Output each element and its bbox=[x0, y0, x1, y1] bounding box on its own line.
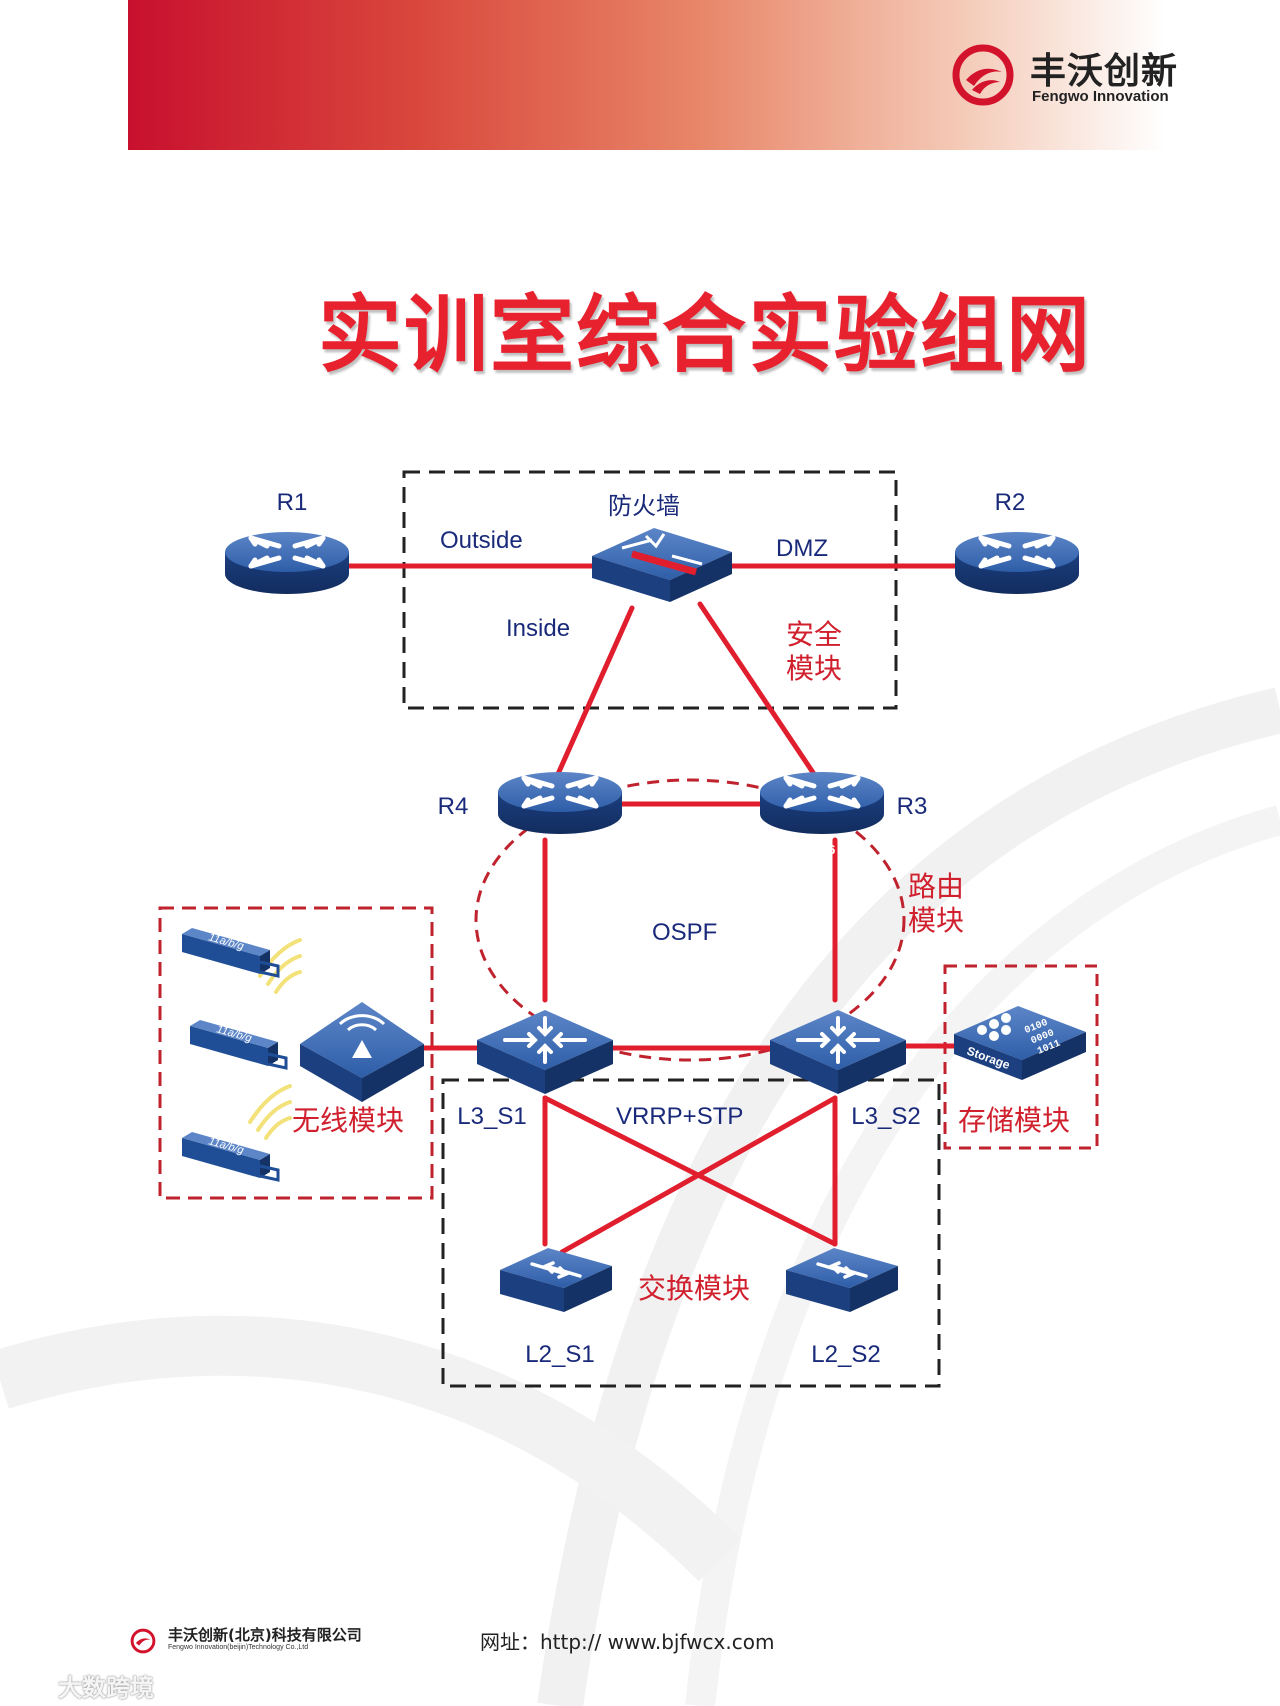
wireless-card-3-icon[interactable] bbox=[180, 1130, 280, 1182]
switching-module-box bbox=[441, 1078, 941, 1388]
footer-website[interactable]: 网址：http:// www.bjfwcx.com bbox=[480, 1626, 774, 1655]
link-l3s2-l2s1 bbox=[559, 1095, 838, 1255]
wireless-card-icons: 11a/b/g 11a/b/g 11a/b/g bbox=[180, 926, 288, 1182]
label-dmz: DMZ bbox=[776, 535, 828, 562]
label-l3-s2: L3_S2 bbox=[851, 1103, 920, 1130]
label-l2-s2: L2_S2 bbox=[811, 1341, 880, 1368]
footer-url-label: 网址： bbox=[480, 1630, 540, 1654]
router-r3-icon[interactable] bbox=[760, 772, 884, 834]
footer-url-link[interactable]: http:// www.bjfwcx.com bbox=[540, 1630, 775, 1654]
watermark-icon bbox=[4, 1670, 40, 1693]
footer-company-name: 丰沃创新(北京)科技有限公司 bbox=[168, 1626, 362, 1644]
fengwo-logo-icon bbox=[952, 44, 1014, 106]
security-module-box bbox=[402, 470, 898, 710]
footer-company-name-en: Fengwo Innovation(beijin)Technology Co.,… bbox=[168, 1644, 309, 1651]
firewall-icon[interactable] bbox=[592, 528, 732, 602]
label-storage-module: 存储模块 bbox=[958, 1104, 1070, 1137]
wireless-module-box bbox=[158, 906, 434, 1200]
router-r4-icon[interactable] bbox=[498, 772, 622, 834]
router-r2-badge: IPv6 bbox=[1004, 602, 1031, 617]
label-outside: Outside bbox=[440, 527, 523, 554]
router-r1-badge: IPv6 bbox=[274, 602, 301, 617]
brand-name: 丰沃创新 bbox=[1030, 51, 1179, 92]
label-l2-s1: L2_S1 bbox=[525, 1341, 594, 1368]
label-firewall: 防火墙 bbox=[608, 492, 680, 520]
header-banner bbox=[128, 0, 1280, 150]
page-title: 实训室综合实验组网 bbox=[317, 286, 1092, 384]
link-l3s1-l2s2 bbox=[542, 1095, 838, 1247]
label-r1: R1 bbox=[277, 489, 308, 516]
routing-module-ellipse bbox=[474, 778, 906, 1062]
wifi-signal-icons bbox=[248, 938, 302, 1140]
bg-swoosh-1 bbox=[537, 687, 1280, 1706]
label-switching-module: 交换模块 bbox=[638, 1272, 750, 1305]
links bbox=[345, 563, 959, 1255]
router-r3-badge: IPv6 bbox=[809, 842, 836, 857]
label-r2: R2 bbox=[995, 489, 1026, 516]
link-firewall-r3 bbox=[697, 601, 817, 777]
brand-logo[interactable]: 丰沃创新 Fengwo Innovation bbox=[952, 42, 1192, 112]
bg-swoosh-2 bbox=[685, 805, 1280, 1706]
wireless-card-2-icon[interactable] bbox=[188, 1018, 288, 1070]
wireless-card-1-icon[interactable] bbox=[180, 926, 280, 978]
label-r4: R4 bbox=[438, 793, 469, 820]
label-r3: R3 bbox=[897, 793, 928, 820]
label-security-module: 安全模块 bbox=[786, 618, 842, 685]
wireless-ap-icon[interactable] bbox=[300, 1002, 424, 1102]
label-wireless-module: 无线模块 bbox=[292, 1104, 404, 1137]
storage-module-box bbox=[943, 964, 1099, 1150]
watermark-text: 大数跨境 bbox=[58, 1674, 154, 1702]
label-l3-s1: L3_S1 bbox=[457, 1103, 526, 1130]
brand-name-en: Fengwo Innovation bbox=[1032, 88, 1169, 105]
router-r2-icon[interactable] bbox=[955, 532, 1079, 594]
router-r4-badge: IPv6 bbox=[547, 842, 574, 857]
label-routing-module: 路由模块 bbox=[908, 870, 964, 937]
footer-company: 丰沃创新(北京)科技有限公司 Fengwo Innovation(beijin)… bbox=[130, 1624, 390, 1660]
label-inside: Inside bbox=[506, 615, 570, 642]
bg-swoosh-3 bbox=[0, 1315, 742, 1582]
link-firewall-r4 bbox=[555, 605, 635, 777]
footer-logo-icon bbox=[130, 1628, 156, 1654]
l2-switch-s1-icon[interactable] bbox=[498, 1246, 614, 1314]
router-r1-icon[interactable] bbox=[225, 532, 349, 594]
label-vrrp-stp: VRRP+STP bbox=[616, 1103, 743, 1130]
label-ospf: OSPF bbox=[652, 919, 717, 946]
